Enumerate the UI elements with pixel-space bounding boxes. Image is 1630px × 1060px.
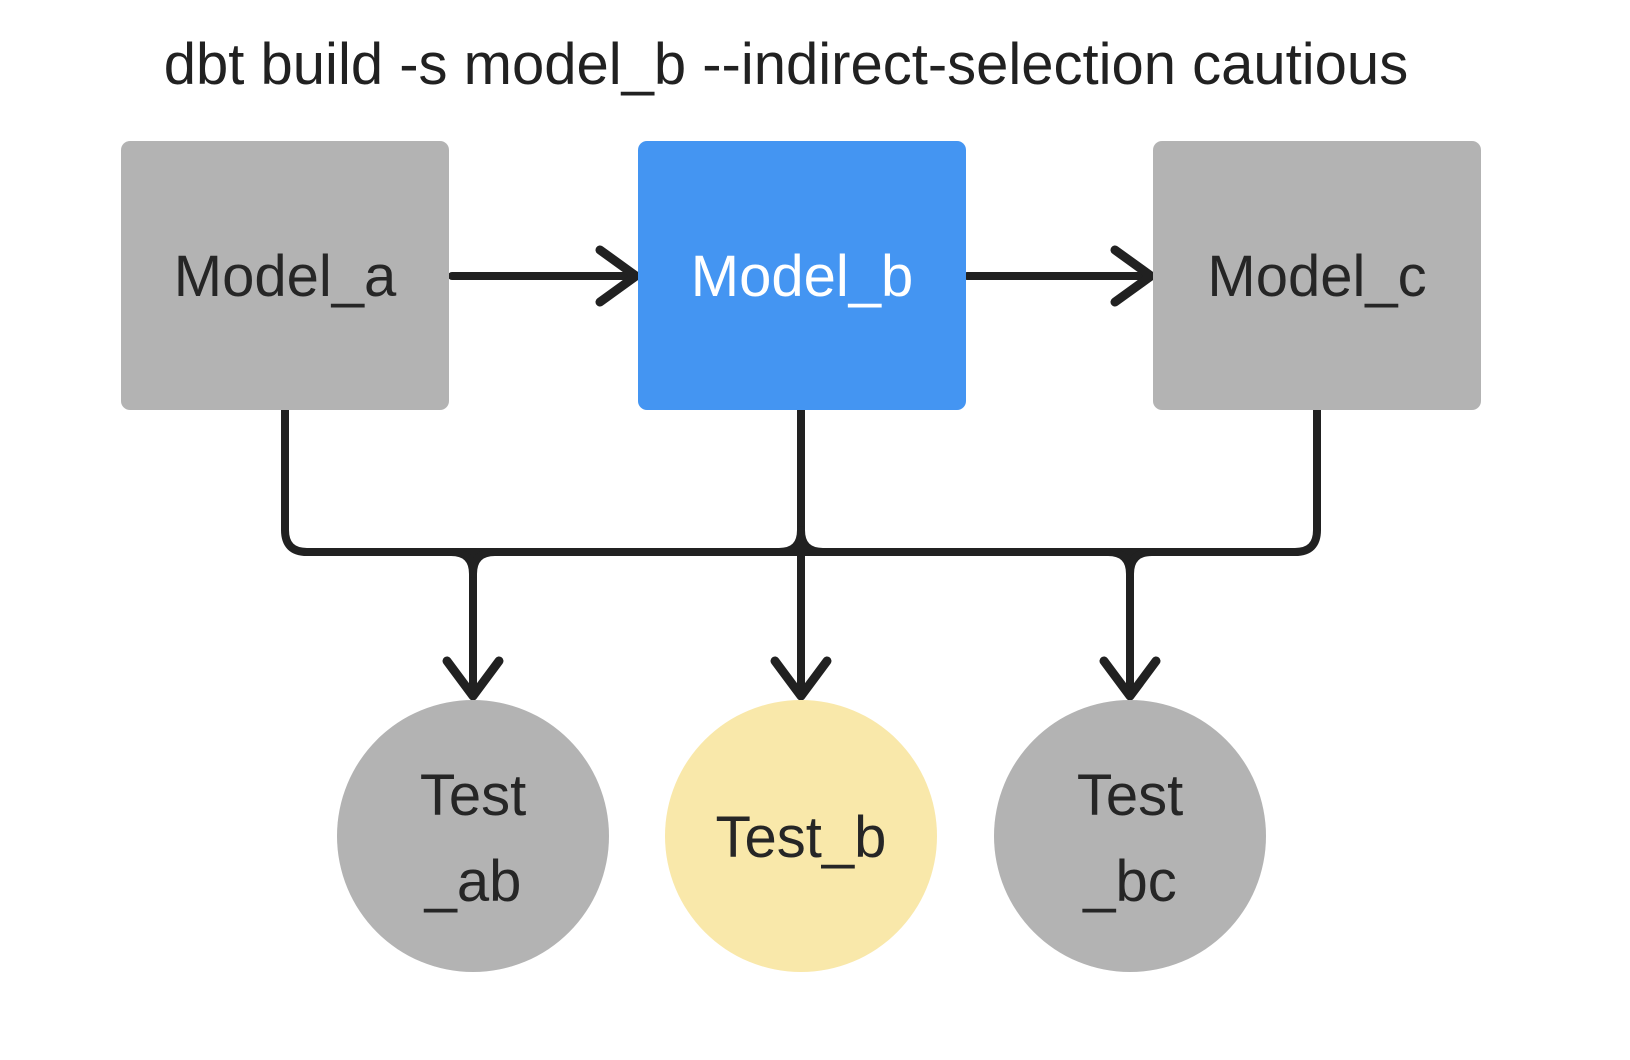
junction-fillet [469, 548, 499, 578]
diagram-title: dbt build -s model_b --indirect-selectio… [164, 32, 1408, 97]
model-a-label: Model_a [174, 244, 397, 309]
model-a-node [121, 141, 449, 410]
test-b-label: Test_b [716, 805, 887, 870]
junction-fillet [797, 526, 827, 556]
test-bc-node [994, 700, 1266, 972]
model-c-label: Model_c [1207, 244, 1426, 309]
junction-fillet [1126, 548, 1156, 578]
model-b-label: Model_b [691, 244, 913, 309]
model-c-node [1153, 141, 1481, 410]
arrowhead-into-test-b-icon [770, 656, 832, 701]
test-ab-node [337, 700, 609, 972]
test-bc-label-line1: Test [1077, 763, 1183, 828]
test-ab-label-line1: Test [420, 763, 526, 828]
test-b-node [665, 700, 937, 972]
arrowhead-into-model-b-icon [595, 245, 641, 307]
arrowhead-into-test-ab-icon [442, 656, 504, 701]
test-bc-label-line2: _bc [1082, 849, 1177, 914]
model-b-node [638, 141, 966, 410]
arrowhead-into-model-c-icon [1110, 245, 1156, 307]
edge-layer [281, 245, 1321, 701]
arrowhead-into-test-bc-icon [1099, 656, 1161, 701]
test-ab-label-line2: _ab [424, 849, 522, 914]
